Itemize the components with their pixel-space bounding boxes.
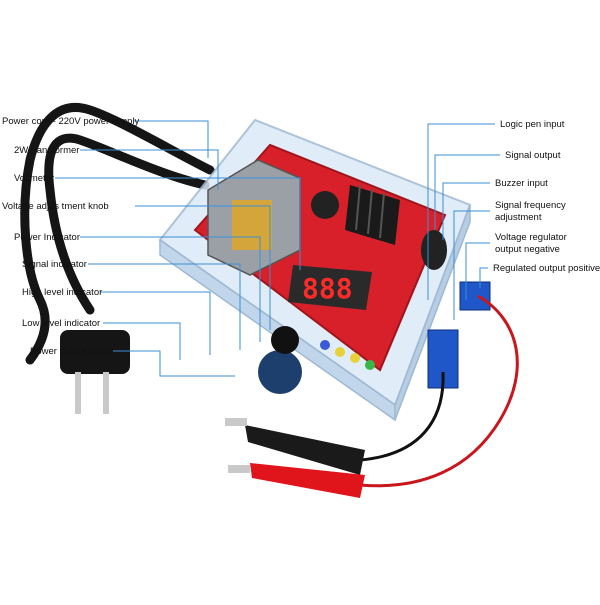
label-transformer: 2W transformer — [14, 145, 80, 156]
label-signal-indicator: Signal indicator — [22, 259, 87, 270]
capacitor — [311, 191, 339, 219]
label-power-output-cable: Power output cable — [30, 346, 112, 357]
power-cord — [20, 102, 215, 365]
label-buzzer-input: Buzzer input — [495, 178, 548, 189]
alligator-clip-icon — [225, 418, 365, 498]
power-indicator-led — [320, 340, 330, 350]
output-wire-red — [359, 294, 519, 488]
label-high-level-indicator: High level indicator — [22, 287, 103, 298]
power-plug-icon — [60, 330, 130, 414]
leader-lines-right — [427, 123, 500, 320]
transformer-icon — [207, 159, 301, 276]
label-voltage-knob: Voltage adjus tment knob — [2, 201, 109, 212]
high-level-indicator-led — [350, 353, 360, 363]
display-reading: 888 — [302, 272, 353, 305]
label-signal-output: Signal output — [505, 150, 561, 161]
power-cord-loop — [44, 133, 210, 315]
label-power-cord: Power cord - 220V power supply — [2, 116, 140, 127]
low-level-indicator-led — [365, 360, 375, 370]
label-voltmeter: Voltmeter — [14, 173, 55, 184]
label-regulated-output-positive: Regulated output positive — [493, 263, 600, 274]
label-logic-pen-input: Logic pen input — [500, 119, 565, 130]
label-power-indicator: Power Indicator — [14, 232, 81, 243]
voltmeter-display-icon: 888 — [288, 265, 372, 310]
output-wire-black — [359, 371, 445, 462]
terminal-block-right — [459, 281, 491, 311]
knob-icon — [258, 326, 302, 394]
leader-lines-left — [55, 120, 301, 377]
heatsink — [345, 184, 400, 245]
label-voltage-regulator-negative: Voltage regulator output negative — [495, 232, 567, 255]
label-signal-frequency-adjustment: Signal frequency adjustment — [495, 200, 566, 223]
label-low-level-indicator: Low level indicator — [22, 318, 101, 329]
signal-indicator-led — [335, 347, 345, 357]
